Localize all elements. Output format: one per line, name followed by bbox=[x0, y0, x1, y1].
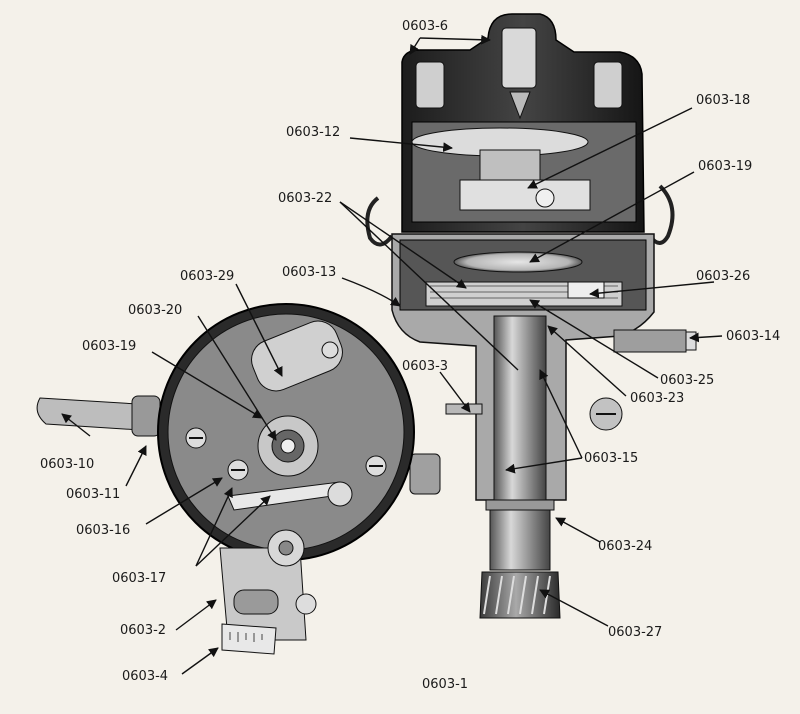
callout-0603-13: 0603-13 bbox=[282, 265, 336, 280]
cap-tower-center bbox=[501, 27, 537, 89]
callout-0603-19-top: 0603-19 bbox=[698, 159, 752, 174]
cap-clip-right bbox=[648, 184, 675, 245]
carbon-brush bbox=[509, 91, 531, 120]
callout-0603-24: 0603-24 bbox=[598, 539, 652, 554]
callout-0603-25: 0603-25 bbox=[660, 373, 714, 388]
distributor-top-view bbox=[36, 303, 441, 655]
callout-0603-26: 0603-26 bbox=[696, 269, 750, 284]
cap-tower-right bbox=[593, 61, 623, 109]
callout-0603-11: 0603-11 bbox=[66, 487, 120, 502]
callout-0603-15: 0603-15 bbox=[584, 451, 638, 466]
callout-0603-19-left: 0603-19 bbox=[82, 339, 136, 354]
cap-clip-left bbox=[365, 196, 394, 247]
callout-0603-23: 0603-23 bbox=[630, 391, 684, 406]
plate-screw-4 bbox=[321, 341, 339, 359]
breaker-plate bbox=[453, 251, 583, 273]
callout-0603-18: 0603-18 bbox=[696, 93, 750, 108]
distributor-shaft bbox=[493, 315, 547, 517]
callout-0603-20: 0603-20 bbox=[128, 303, 182, 318]
advance-spring bbox=[567, 281, 605, 299]
callout-0603-12: 0603-12 bbox=[286, 125, 340, 140]
octane-scale bbox=[221, 623, 277, 655]
breaker-terminal bbox=[327, 481, 353, 507]
callout-0603-16: 0603-16 bbox=[76, 523, 130, 538]
arm-clamp bbox=[131, 395, 161, 437]
oiler-fitting bbox=[613, 329, 687, 353]
callout-0603-6: 0603-6 bbox=[402, 19, 448, 34]
hold-down-arm bbox=[36, 397, 141, 431]
callout-0603-3: 0603-3 bbox=[402, 359, 448, 374]
callout-0603-4: 0603-4 bbox=[122, 669, 168, 684]
breaker-assembly bbox=[459, 179, 591, 211]
callout-0603-2: 0603-2 bbox=[120, 623, 166, 638]
callout-0603-29: 0603-29 bbox=[180, 269, 234, 284]
callout-0603-10: 0603-10 bbox=[40, 457, 94, 472]
distributor-section-view bbox=[365, 13, 697, 619]
figure-caption: 0603-1 bbox=[422, 677, 468, 692]
callout-0603-27: 0603-27 bbox=[608, 625, 662, 640]
breaker-screw bbox=[535, 188, 555, 208]
callout-0603-14: 0603-14 bbox=[726, 329, 780, 344]
callout-0603-22: 0603-22 bbox=[278, 191, 332, 206]
callout-0603-17: 0603-17 bbox=[112, 571, 166, 586]
mounting-lug bbox=[445, 403, 483, 415]
callout-labels: 0603-6 0603-12 0603-18 0603-19 0603-22 0… bbox=[40, 19, 780, 692]
shaft-shank bbox=[489, 509, 551, 571]
leader-lines bbox=[61, 34, 723, 675]
cap-tower-left bbox=[415, 61, 445, 109]
cap-clip-side bbox=[409, 453, 441, 495]
